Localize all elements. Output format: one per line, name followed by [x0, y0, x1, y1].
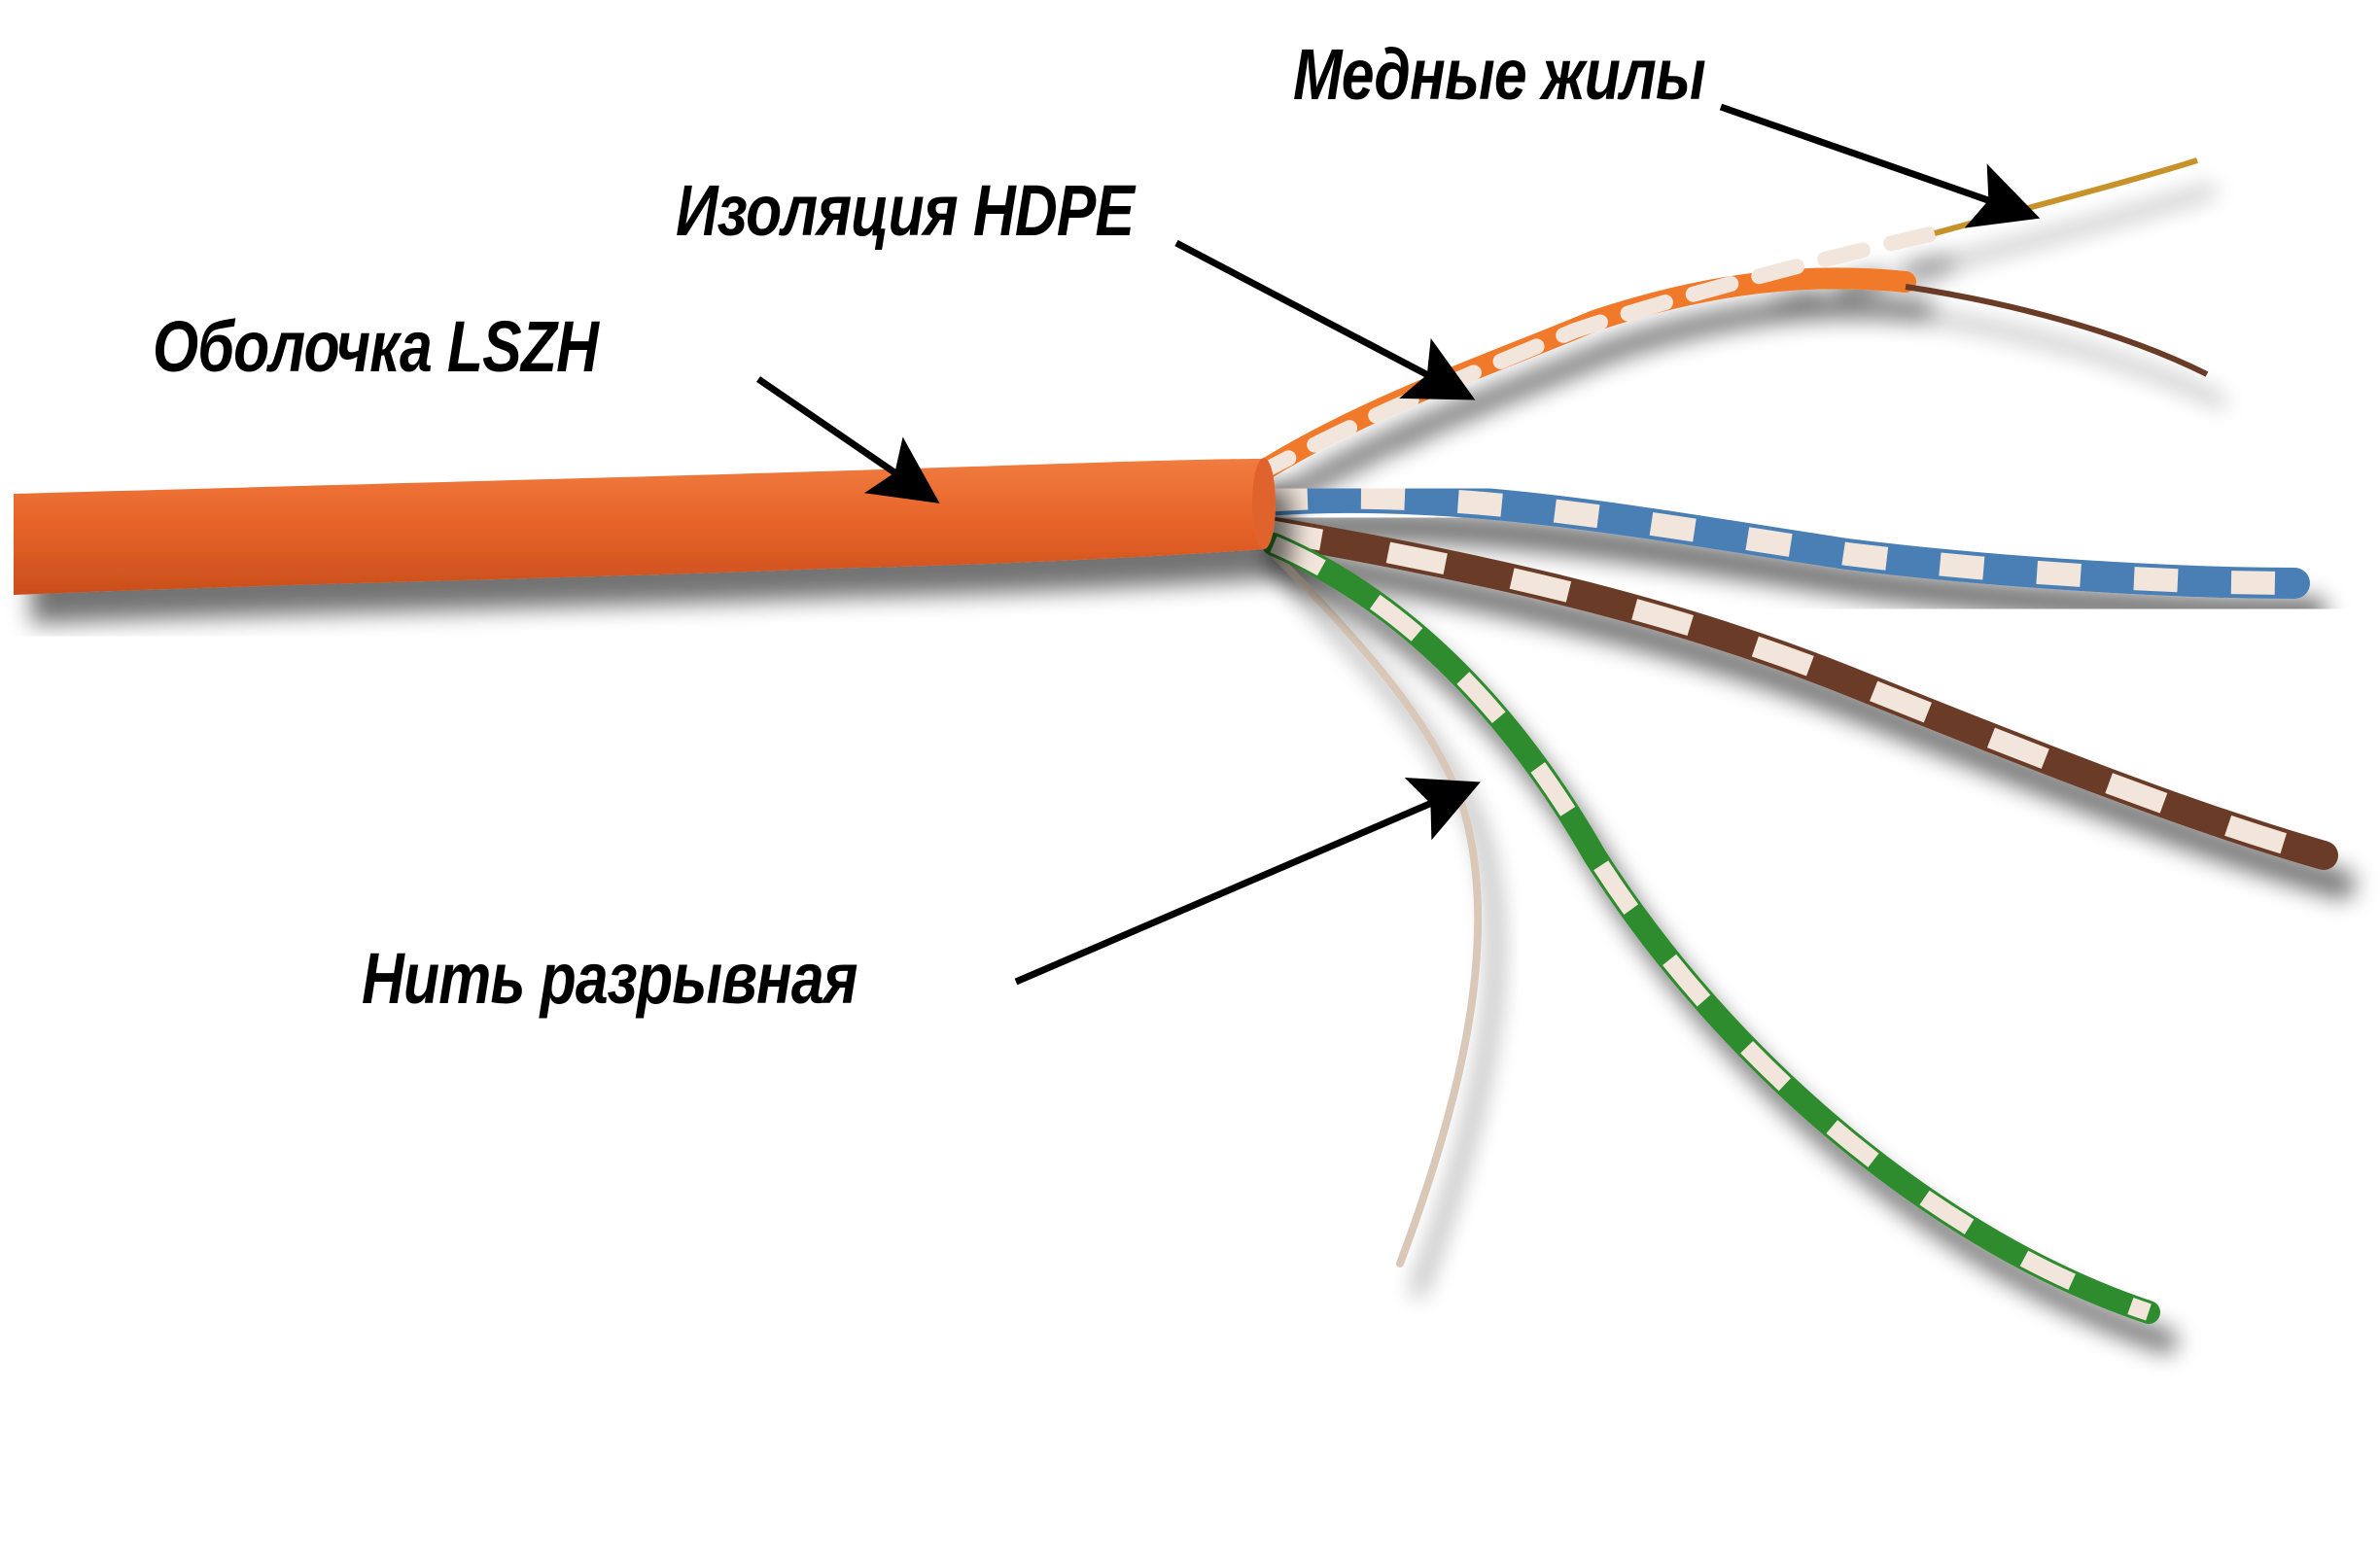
arrow-copper: [1719, 103, 2041, 228]
brown-pair: [1249, 515, 2338, 870]
label-hdpe-insulation: Изоляция HDPE: [676, 170, 1135, 251]
label-copper-cores: Медные жилы: [1293, 34, 1706, 115]
label-ripcord: Нить разрывная: [362, 938, 858, 1019]
arrow-insulation: [1174, 239, 1476, 400]
label-lszh-jacket: Оболочка LSZH: [153, 306, 599, 387]
callout-arrows: [756, 103, 2041, 986]
arrow-ripcord: [1014, 777, 1481, 986]
outer-jacket: [14, 458, 1276, 595]
blue-pair: [1248, 481, 2310, 599]
green-pair: [1262, 533, 2160, 1324]
arrow-jacket: [756, 376, 940, 504]
orange-pair: [1243, 157, 2209, 487]
